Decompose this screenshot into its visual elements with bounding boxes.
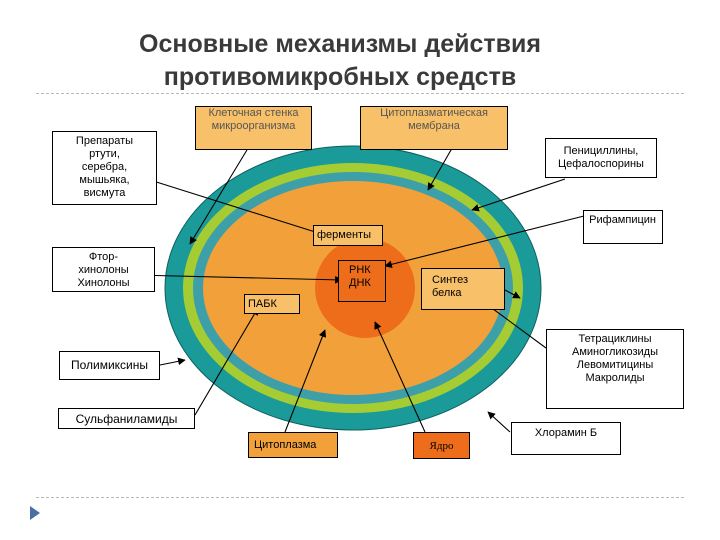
label-rifampicin: Рифампицин	[583, 210, 663, 244]
arrow-cytoplasm	[284, 329, 327, 433]
label-tetracyclines: Тетрациклины Аминогликозиды Левомитицины…	[546, 329, 684, 409]
label-pabk: ПАБК	[244, 294, 300, 314]
title-divider	[36, 93, 684, 94]
title-line-2: противомикробных средств	[163, 63, 517, 91]
arrow-membrane	[427, 142, 456, 191]
label-polymyxins: Полимиксины	[59, 351, 160, 380]
arrow-rifampicin	[384, 215, 585, 269]
arrow-sulfonamides	[194, 307, 259, 416]
label-fluoroquinolones: Фтор- хинолоны Хинолоны	[52, 247, 155, 292]
label-metals: Препараты ртути, серебра, мышьяка, висму…	[52, 131, 157, 205]
arrow-fluoroquinolones	[134, 274, 343, 284]
arrow-nucleus	[374, 321, 426, 433]
label-rna-dna: РНК ДНК	[338, 260, 386, 302]
label-penicillins: Пенициллины, Цефалоспорины	[545, 138, 657, 178]
label-cytoplasmic-membrane: Цитоплазматическая мембрана	[360, 106, 508, 150]
arrow-chloramine	[487, 411, 511, 433]
footer-divider	[36, 497, 684, 498]
arrow-polymyxins	[159, 357, 186, 366]
arrow-cell-wall	[189, 139, 254, 245]
label-protein-synthesis: Синтез белка	[421, 268, 505, 310]
page-title: Основные механизмы действия противомикро…	[60, 28, 620, 94]
arrow-penicillins	[471, 178, 566, 212]
label-chloramine: Хлорамин Б	[511, 422, 621, 455]
slide-bullet-icon	[30, 506, 40, 520]
label-enzymes: ферменты	[313, 225, 383, 246]
arrows	[134, 139, 585, 433]
arrow-protein-synthesis	[504, 289, 521, 299]
label-cytoplasm: Цитоплазма	[248, 432, 338, 458]
label-cell-wall: Клеточная стенка микроорганизма	[195, 106, 312, 150]
title-line-1: Основные механизмы действия	[139, 30, 541, 58]
arrow-metals	[149, 179, 329, 238]
label-sulfonamides: Сульфаниламиды	[58, 408, 195, 429]
label-nucleus: Ядро	[413, 432, 470, 459]
